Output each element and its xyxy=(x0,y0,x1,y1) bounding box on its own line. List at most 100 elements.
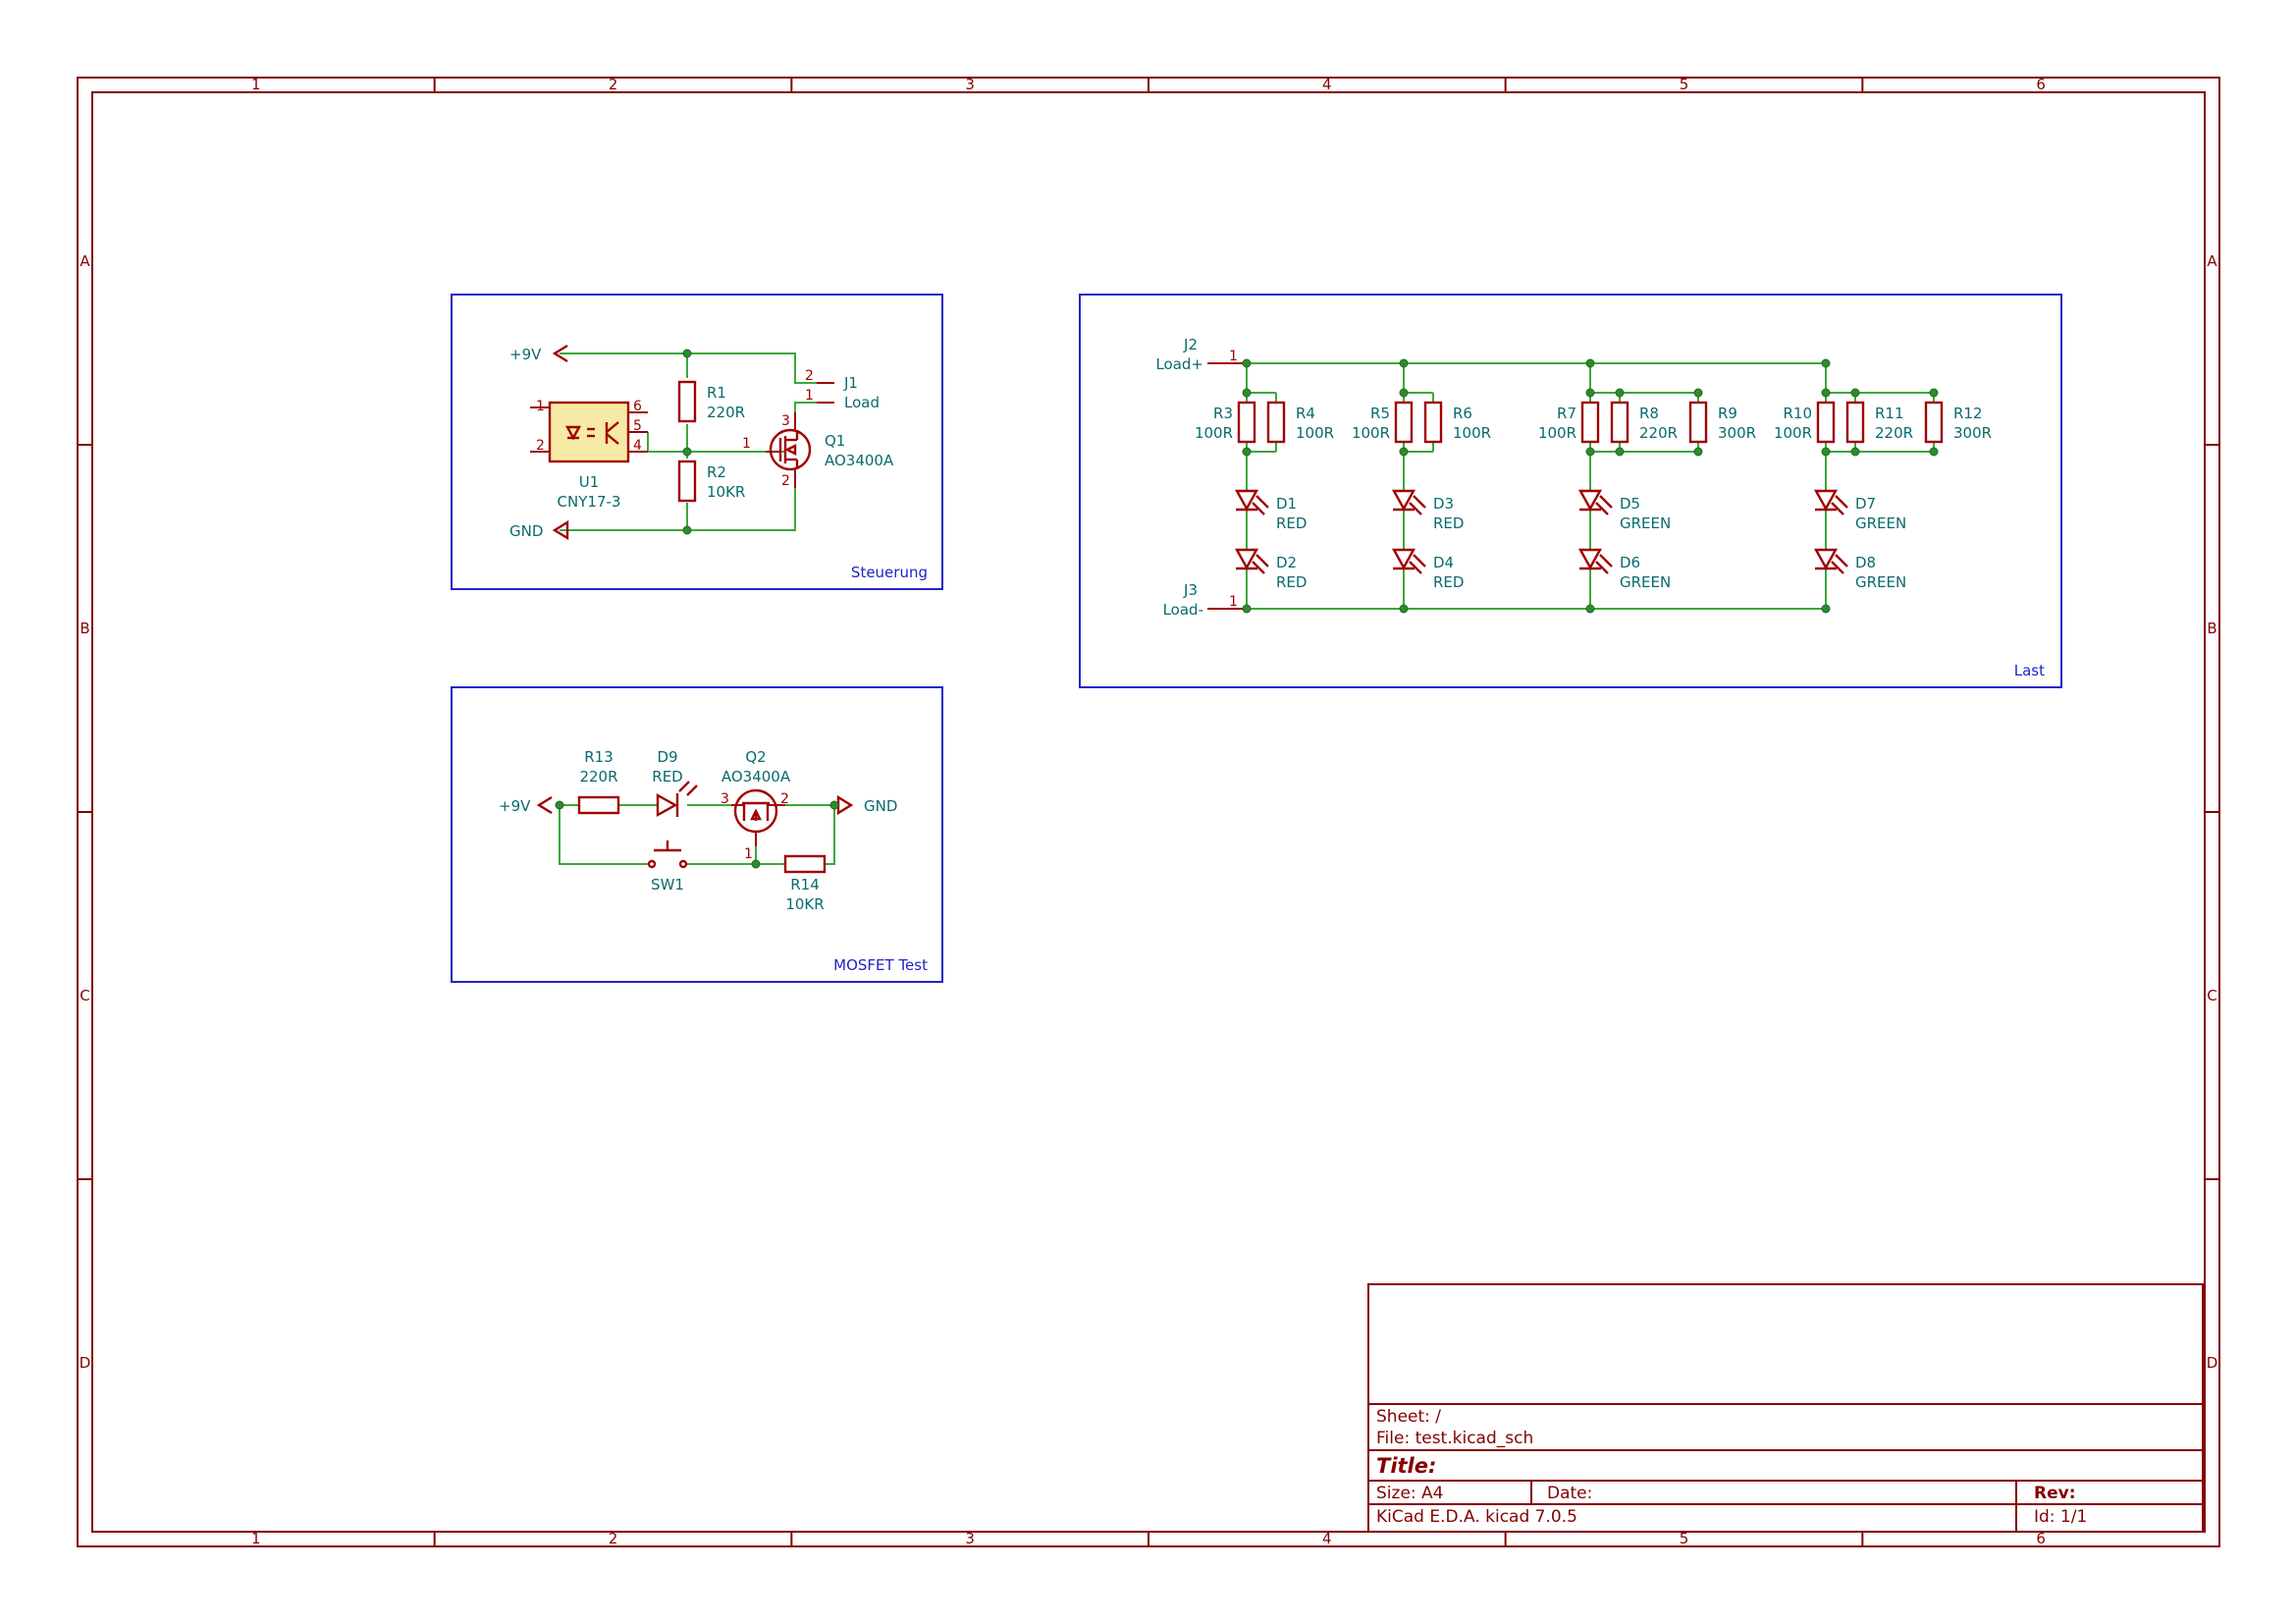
d7-value: GREEN xyxy=(1855,514,1906,532)
block-label-steuerung: Steuerung xyxy=(851,564,928,581)
junction xyxy=(1242,358,1252,368)
junction xyxy=(1821,388,1831,398)
zone-col-label: 1 xyxy=(251,1530,261,1547)
r4-resistor xyxy=(1266,401,1286,444)
junction xyxy=(1585,388,1595,398)
zone-row-label: B xyxy=(80,620,89,637)
q1-ref: Q1 xyxy=(825,432,845,450)
zone-row-label: C xyxy=(2207,987,2216,1004)
r8-value: 220R xyxy=(1639,424,1678,442)
zone-col-label: 1 xyxy=(251,76,261,93)
j3-pin-1: 1 xyxy=(1229,594,1238,610)
d6-value: GREEN xyxy=(1620,573,1671,591)
q2-pin-2: 2 xyxy=(780,791,789,807)
d8-led xyxy=(1813,548,1848,574)
j2-pin-1: 1 xyxy=(1229,349,1238,364)
zone-col-label: 5 xyxy=(1680,1530,1689,1547)
steuerung-circuit: +9V GND 1 2 6 5 4 U1 CNY17-3 xyxy=(509,344,894,541)
tb-title: Title: xyxy=(1376,1454,1436,1478)
d7-led xyxy=(1813,489,1848,515)
u1-optocoupler: 1 2 6 5 4 U1 CNY17-3 xyxy=(530,399,648,511)
r12-resistor xyxy=(1924,401,1944,444)
q2-pin-3: 3 xyxy=(721,791,729,807)
d2-led xyxy=(1234,548,1269,574)
zone-row-label: A xyxy=(2207,252,2217,270)
r13-resistor: R13 220R xyxy=(577,748,620,815)
r8-ref: R8 xyxy=(1639,405,1659,422)
junction xyxy=(1242,604,1252,614)
r10-ref: R10 xyxy=(1783,405,1812,422)
junction xyxy=(1615,447,1625,457)
r9-value: 300R xyxy=(1718,424,1756,442)
block-label-mosfet-test: MOSFET Test xyxy=(833,956,928,974)
r1-resistor: R1 220R xyxy=(677,380,745,423)
r2-ref: R2 xyxy=(707,463,726,481)
sw1-pushbutton: SW1 xyxy=(647,840,688,893)
q1-mosfet: 1 3 2 Q1 AO3400A xyxy=(742,412,894,489)
j1-ref: J1 xyxy=(843,374,858,392)
zone-col-label: 3 xyxy=(965,1530,975,1547)
tb-rev: Rev: xyxy=(2034,1484,2076,1503)
title-block: Sheet: / File: test.kicad_sch Title: Siz… xyxy=(1367,1283,2204,1533)
d5-ref: D5 xyxy=(1620,495,1640,513)
r3-ref: R3 xyxy=(1213,405,1233,422)
r13-ref: R13 xyxy=(584,748,614,766)
d7-ref: D7 xyxy=(1855,495,1876,513)
r9-resistor xyxy=(1688,401,1708,444)
r4-value: 100R xyxy=(1296,424,1334,442)
j1-pin-1: 1 xyxy=(805,388,814,404)
zone-row-label: C xyxy=(80,987,89,1004)
q2-ref: Q2 xyxy=(745,748,766,766)
r11-resistor xyxy=(1845,401,1865,444)
r3-value: 100R xyxy=(1195,424,1233,442)
d1-ref: D1 xyxy=(1276,495,1297,513)
q1-pin-2: 2 xyxy=(781,473,790,489)
r8-resistor xyxy=(1610,401,1629,444)
r6-resistor xyxy=(1423,401,1443,444)
q1-pin-1: 1 xyxy=(742,436,751,452)
junction xyxy=(1929,447,1939,457)
r14-ref: R14 xyxy=(790,876,820,893)
u1-pin-2: 2 xyxy=(536,438,545,454)
junction xyxy=(1399,604,1409,614)
d6-ref: D6 xyxy=(1620,554,1640,571)
junction xyxy=(1821,447,1831,457)
zone-row-label: B xyxy=(2207,620,2216,637)
u1-pin-4: 4 xyxy=(633,438,642,454)
j3-value: Load- xyxy=(1163,601,1203,619)
steuerung-pwr-label: +9V xyxy=(509,346,542,363)
mosfet-pwr-label: +9V xyxy=(499,797,531,815)
u1-value: CNY17-3 xyxy=(558,493,621,511)
r2-resistor: R2 10KR xyxy=(677,460,745,503)
j3-ref: J3 xyxy=(1183,581,1198,599)
r11-ref: R11 xyxy=(1875,405,1904,422)
block-steuerung xyxy=(451,294,943,590)
junction xyxy=(1399,447,1409,457)
d4-ref: D4 xyxy=(1433,554,1454,571)
u1-pin-6: 6 xyxy=(633,399,642,414)
j1-value: Load xyxy=(844,394,880,411)
junction xyxy=(1585,604,1595,614)
junction xyxy=(1399,388,1409,398)
q2-pin-1: 1 xyxy=(744,846,753,862)
d9-led: D9 RED xyxy=(652,748,698,818)
j1-pin-2: 2 xyxy=(805,368,814,384)
d4-led xyxy=(1391,548,1426,574)
zone-col-label: 4 xyxy=(1322,76,1332,93)
zone-col-label: 4 xyxy=(1322,1530,1332,1547)
junction xyxy=(1850,388,1860,398)
junction xyxy=(1399,358,1409,368)
j2-ref: J2 xyxy=(1183,336,1198,353)
q1-pin-3: 3 xyxy=(781,413,790,429)
zone-row-label: D xyxy=(2207,1354,2218,1372)
d5-value: GREEN xyxy=(1620,514,1671,532)
block-mosfet-test xyxy=(451,686,943,983)
zone-col-label: 6 xyxy=(2036,1530,2046,1547)
zone-row-label: A xyxy=(80,252,90,270)
r12-value: 300R xyxy=(1953,424,1992,442)
r7-resistor xyxy=(1580,401,1600,444)
block-last xyxy=(1079,294,2062,688)
u1-pin-1: 1 xyxy=(536,399,545,414)
q1-value: AO3400A xyxy=(825,452,894,469)
